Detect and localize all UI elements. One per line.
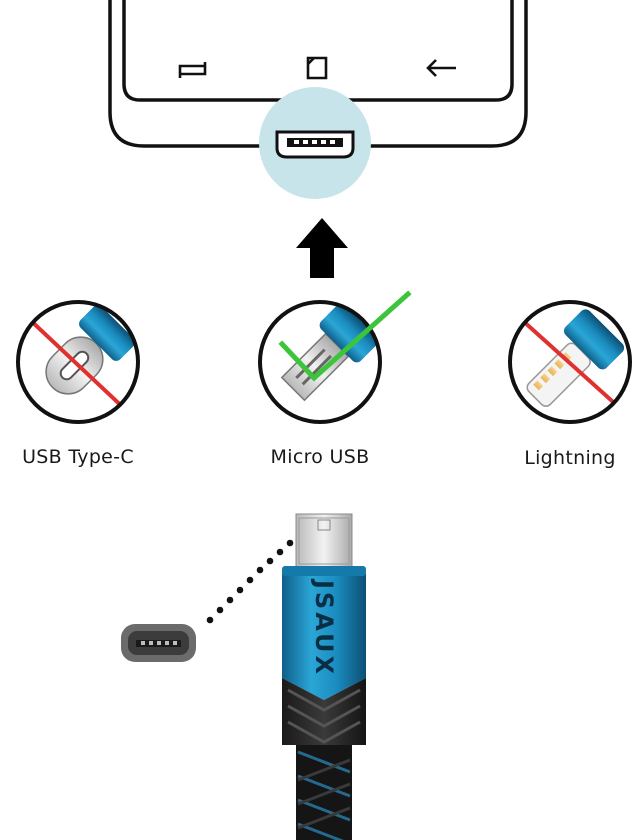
lightning-option bbox=[508, 300, 632, 424]
micro-usb-cable bbox=[282, 513, 366, 840]
up-arrow-icon bbox=[296, 218, 348, 278]
micro-usb-port-icon bbox=[259, 87, 371, 199]
cable-brand-logo: JSAUX bbox=[310, 580, 338, 678]
recent-apps-icon bbox=[178, 62, 207, 78]
label-micro-usb: Micro USB bbox=[270, 446, 370, 468]
label-lightning: Lightning bbox=[524, 447, 616, 469]
micro-usb-port-callout bbox=[121, 624, 196, 662]
back-icon bbox=[426, 59, 456, 77]
home-icon bbox=[306, 56, 328, 80]
micro-usb-option bbox=[258, 290, 412, 424]
usb-type-c-option bbox=[16, 300, 140, 424]
label-usb-type-c: USB Type-C bbox=[22, 446, 134, 468]
checkmark-icon bbox=[278, 290, 412, 382]
